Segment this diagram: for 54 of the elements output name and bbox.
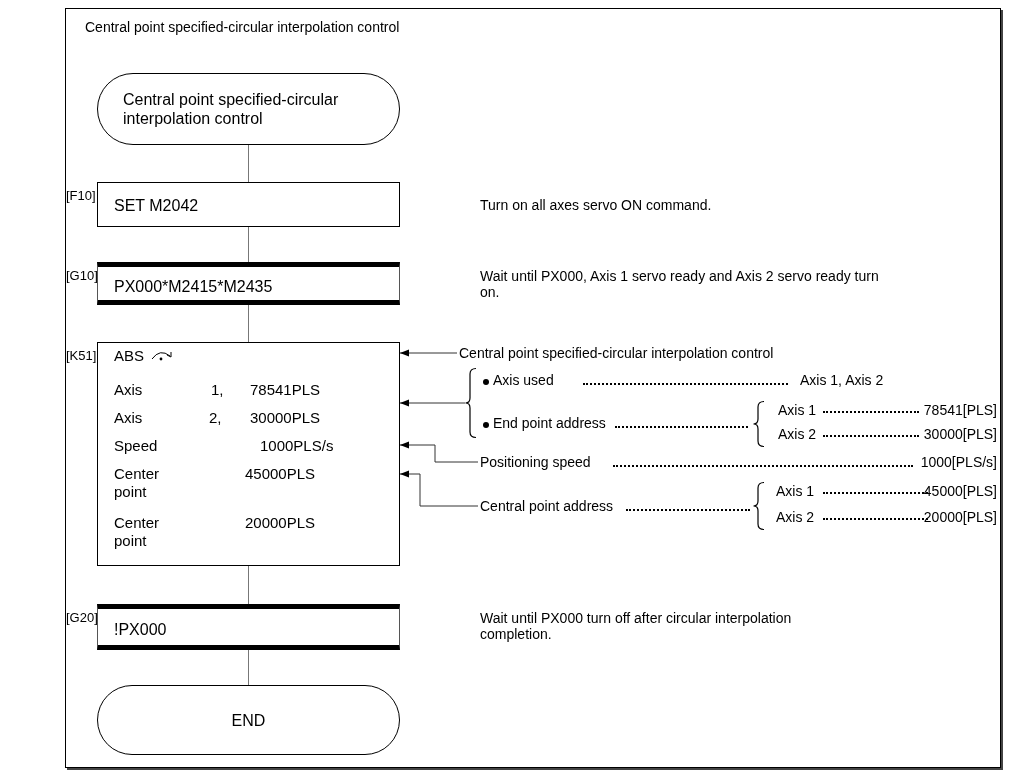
field-label: Center point xyxy=(114,514,161,550)
annotation-text: Axis 1 xyxy=(778,402,817,419)
field-label: Center point xyxy=(114,465,161,501)
arrow xyxy=(399,470,479,507)
connector-line xyxy=(248,226,249,263)
annotation-text: Axis used xyxy=(493,372,554,389)
field-label: Speed xyxy=(114,437,158,455)
condition-box xyxy=(97,262,400,305)
field-label: Axis xyxy=(114,381,143,399)
annotation-text: Central point specified-circular interpolation control xyxy=(459,345,774,362)
step-description: Wait until PX000 turn off after circular interpolation completion. xyxy=(480,610,793,642)
command-text: ABS xyxy=(114,347,144,365)
annotation-text: End point address xyxy=(493,415,606,432)
annotation-text: Positioning speed xyxy=(480,454,591,471)
annotation-text: 30000[PLS] xyxy=(923,426,997,443)
connector-line xyxy=(248,144,249,183)
step-text: END xyxy=(230,711,267,730)
step-text: SET M2042 xyxy=(114,196,199,215)
annotation-text: Axis 2 xyxy=(776,509,815,526)
annotation-text: Axis 1, Axis 2 xyxy=(800,372,884,389)
annotation-text: Central point address xyxy=(480,498,614,515)
diagram-title: Central point specified-circular interpolation control xyxy=(85,19,400,35)
step-text: !PX000 xyxy=(114,620,167,639)
connector-line xyxy=(248,565,249,605)
connector-line xyxy=(248,649,249,686)
step-label: [G20] xyxy=(66,610,98,626)
arrow xyxy=(399,349,458,357)
annotation-text: Axis 1 xyxy=(776,483,815,500)
annotation-text: 20000[PLS] xyxy=(923,509,997,526)
field-value: 1, xyxy=(211,381,224,399)
arrow xyxy=(399,399,466,407)
step-label: [F10] xyxy=(66,188,96,204)
connector-line xyxy=(248,304,249,343)
field-value: 45000PLS xyxy=(245,465,316,483)
condition-box xyxy=(97,604,400,650)
field-value: 2, xyxy=(209,409,222,427)
step-description: Wait until PX000, Axis 1 servo ready and Axis 2 servo ready turn on. xyxy=(480,268,880,300)
annotation-text: 1000[PLS/s] xyxy=(920,454,997,471)
field-value: 20000PLS xyxy=(245,514,316,532)
annotation-text: Axis 2 xyxy=(778,426,817,443)
field-value: 78541PLS xyxy=(250,381,321,399)
step-text: Central point specified-circular interpolation control xyxy=(123,90,340,128)
field-label: Axis xyxy=(114,409,143,427)
field-value: 1000PLS/s xyxy=(260,437,334,455)
step-description: Turn on all axes servo ON command. xyxy=(480,197,713,213)
process-box xyxy=(97,342,400,566)
step-label: [G10] xyxy=(66,268,98,284)
annotation-text: 45000[PLS] xyxy=(923,483,997,500)
annotation-text: 78541[PLS] xyxy=(923,402,997,419)
step-label: [K51] xyxy=(66,348,97,364)
field-value: 30000PLS xyxy=(250,409,321,427)
process-box xyxy=(97,182,400,227)
step-text: PX000*M2415*M2435 xyxy=(114,277,273,296)
arrow xyxy=(399,441,479,463)
